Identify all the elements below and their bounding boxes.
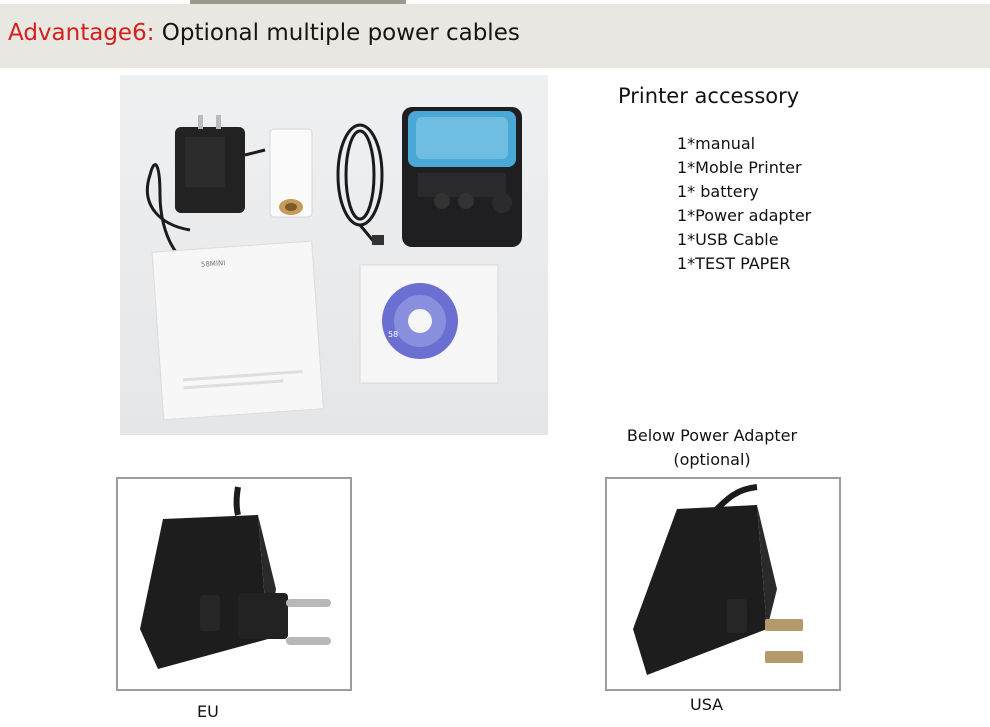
us-prong [765,651,803,663]
us-adapter-latch [727,599,747,633]
us-adapter-photo [605,477,841,691]
adapter-prong [198,115,203,129]
manual-text-line [182,370,303,382]
user-manual [151,240,324,421]
power-button [492,193,512,213]
printer-lid-window [416,117,508,159]
optional-adapter-label: Below Power Adapter (optional) [600,424,824,472]
top-edge-strip [190,0,406,4]
printer-panel [418,173,506,197]
eu-plug-adapter-icon [140,486,331,669]
us-cable [714,484,758,512]
usb-cable-coil-inner [344,129,376,221]
cd-hole [408,309,432,333]
banner-accent: Advantage6: [8,20,155,46]
manual-title: 58MINI [201,259,226,269]
printer-kit-illustration: 58MINI 58 [145,107,522,421]
accessory-title: Printer accessory [618,84,800,108]
us-adapter-body [633,505,767,675]
us-plug-adapter-icon [633,484,803,675]
eu-adapter-body [140,515,268,669]
eu-pin [286,637,331,645]
paper-roll-hole [285,203,297,211]
accessory-item: 1* battery [677,182,759,201]
eu-caption: EU [197,702,219,721]
usa-caption: USA [690,695,724,714]
accessory-item: 1*Power adapter [677,206,812,225]
feed-button [458,193,474,209]
eu-pin [286,599,331,607]
us-adapter-side [757,505,777,629]
eu-adapter-photo [116,477,352,691]
eu-plug-base [238,593,288,639]
paper-roll [269,128,313,218]
cd-label: 58 [388,330,398,339]
optional-line-2: (optional) [673,450,751,469]
mode-button [434,193,450,209]
adapter-tip [244,148,266,157]
accessory-item: 1*Moble Printer [677,158,802,177]
accessory-item: 1*USB Cable [677,230,779,249]
accessory-list: 1*manual 1*Moble Printer 1* battery 1*Po… [677,132,811,276]
eu-adapter-latch [200,595,220,631]
adapter-prong [216,115,221,129]
power-adapter-label [185,137,225,187]
usb-plug [372,235,384,245]
banner-heading: Optional multiple power cables [154,20,520,46]
accessory-item: 1*TEST PAPER [677,254,791,273]
advantage-banner: Advantage6: Optional multiple power cabl… [0,4,990,68]
eu-cable [233,486,241,516]
optional-line-1: Below Power Adapter [626,426,798,445]
banner-title: Advantage6: Optional multiple power cabl… [8,20,520,46]
printer-kit-photo: 58MINI 58 [120,75,548,435]
manual-text-line [183,379,284,390]
accessory-item: 1*manual [677,134,756,153]
us-prong [765,619,803,631]
